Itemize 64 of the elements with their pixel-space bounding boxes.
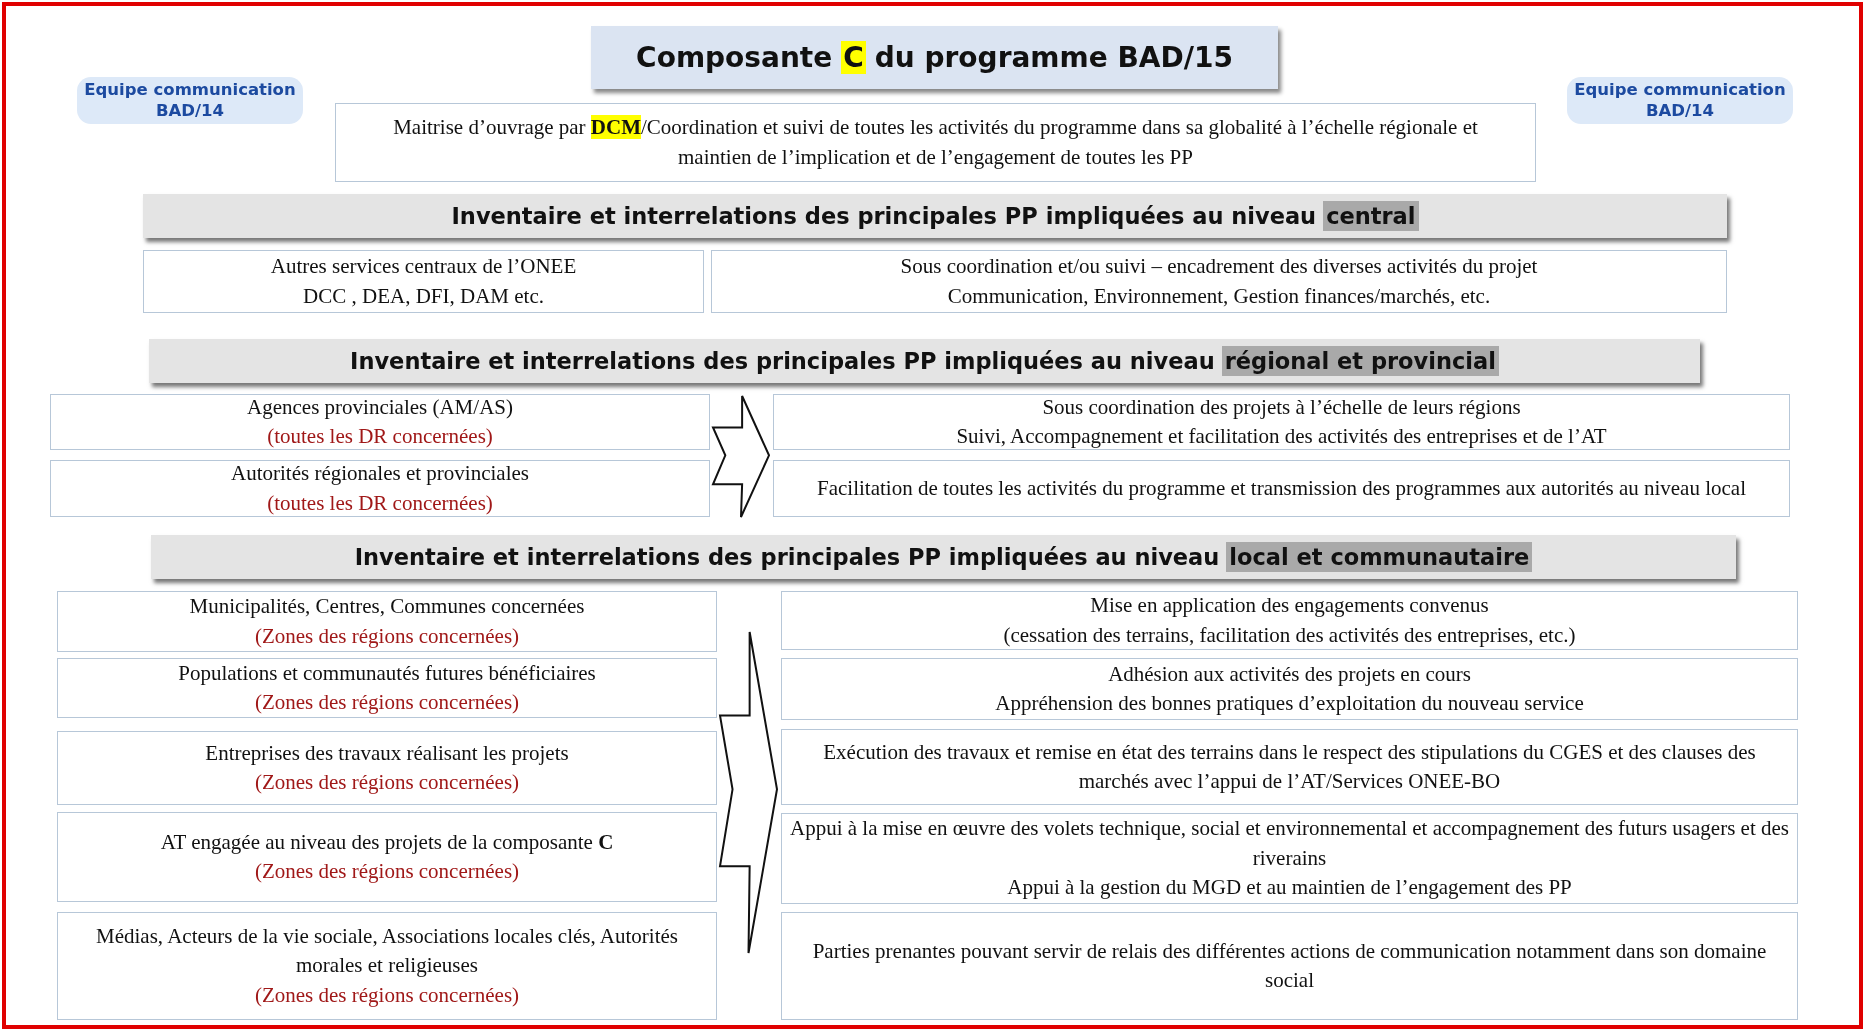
body-text: Médias, Acteurs de la vie sociale, Associations locales clés, Autorités morales et religieuses <box>95 922 679 980</box>
highlighted-heading-text: central <box>1323 201 1419 231</box>
body-text: Autres services centraux de l’ONEE <box>270 253 577 281</box>
heading-text: Inventaire et interrelations des principales PP impliquées au niveau <box>451 203 1317 229</box>
team-badge: Equipe communication BAD/14 <box>77 77 303 125</box>
body-text: Exécution des travaux et remise en état des terrains dans le respect des stipulations du CGES et des clauses des marchés avec l’appui de l’AT/Services ONEE-BO <box>822 738 1757 795</box>
body-text: Adhésion aux activités des projets en cours <box>1108 660 1471 688</box>
text-box <box>57 658 717 718</box>
note-text: (Zones des régions concernées) <box>254 622 520 650</box>
heading-text: Inventaire et interrelations des principales PP impliquées au niveau <box>350 348 1215 374</box>
section-band <box>143 194 1727 238</box>
text-box <box>57 812 717 902</box>
body-text: Suivi, Accompagnement et facilitation des activités des entreprises et de l’AT <box>956 423 1607 450</box>
body-text: Appui à la mise en œuvre des volets technique, social et environnemental et accompagnement des futurs usagers et des riverains <box>790 815 1789 872</box>
text-box <box>781 658 1798 720</box>
text-box <box>143 250 704 313</box>
body-text: Autorités régionales et provinciales <box>231 460 529 488</box>
highlighted-heading-text: régional et provincial <box>1221 346 1499 376</box>
body-text: Appui à la gestion du MGD et au maintien de l’engagement des PP <box>1007 874 1572 902</box>
team-badge: Equipe communication BAD/14 <box>1567 77 1793 125</box>
note-text: (Zones des régions concernées) <box>254 981 520 1009</box>
title-text: Composante <box>636 41 833 74</box>
body-text: AT engagée au niveau des projets de la composante C <box>160 828 614 856</box>
text-box <box>781 591 1798 650</box>
note-text: (toutes les DR concernées) <box>267 489 493 517</box>
body-text: DCC , DEA, DFI, DAM etc. <box>303 282 544 310</box>
title-box <box>591 26 1278 89</box>
body-text: Parties prenantes pouvant servir de relais des différentes actions de communication notamment dans son domaine social <box>811 937 1768 994</box>
section-band <box>151 535 1736 579</box>
note-text: (toutes les DR concernées) <box>267 423 493 450</box>
body-text: Maitrise d’ouvrage par DCM/Coordination et suivi de toutes les activités du programme dans sa globalité à l’échelle régionale et maintien de l’implication et de l’engagement de toutes les PP <box>392 114 1479 171</box>
note-text: (Zones des régions concernées) <box>254 858 520 885</box>
body-text: Entreprises des travaux réalisant les projets <box>205 739 569 767</box>
body-text: (cessation des terrains, facilitation des activités des entreprises, etc.) <box>1003 621 1576 649</box>
body-text: Populations et communautés futures bénéficiaires <box>178 659 596 687</box>
block-arrow <box>718 631 778 954</box>
text-box <box>773 394 1790 450</box>
body-text: Facilitation de toutes les activités du programme et transmission des programmes aux autorités au niveau local <box>817 474 1746 502</box>
text-box <box>781 729 1798 805</box>
text-box <box>50 460 710 517</box>
text-box <box>781 912 1798 1020</box>
text-box <box>335 103 1536 182</box>
heading-text: Inventaire et interrelations des principales PP impliquées au niveau <box>354 544 1220 570</box>
text-box <box>711 250 1727 313</box>
text-box <box>781 813 1798 904</box>
body-text: Agences provinciales (AM/AS) <box>247 393 513 421</box>
text-box <box>50 394 710 450</box>
highlighted-heading-text: local et communautaire <box>1226 542 1533 572</box>
body-text: Mise en application des engagements convenus <box>1090 592 1489 620</box>
note-text: (Zones des régions concernées) <box>254 769 520 796</box>
section-band <box>149 339 1700 383</box>
body-text: Municipalités, Centres, Communes concernées <box>189 593 585 621</box>
body-text: Communication, Environnement, Gestion finances/marchés, etc. <box>947 282 1491 310</box>
body-text: Sous coordination et/ou suivi – encadrement des diverses activités du projet <box>900 253 1538 281</box>
text-box <box>773 460 1790 517</box>
text-box <box>57 591 717 652</box>
text-box <box>57 731 717 805</box>
body-text: Appréhension des bonnes pratiques d’exploitation du nouveau service <box>995 690 1584 717</box>
body-text: Sous coordination des projets à l’échelle de leurs régions <box>1042 393 1521 421</box>
title-text: du programme BAD/15 <box>874 41 1233 74</box>
highlighted-title-text: C <box>841 41 866 74</box>
block-arrow <box>711 395 771 518</box>
text-box <box>57 912 717 1020</box>
note-text: (Zones des régions concernées) <box>254 689 520 716</box>
